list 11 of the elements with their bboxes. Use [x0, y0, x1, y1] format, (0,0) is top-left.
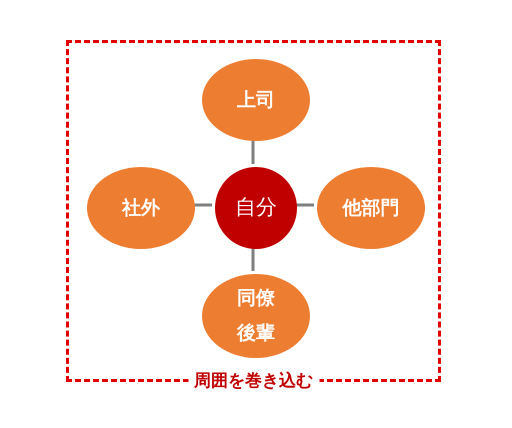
connector-line: [252, 138, 254, 164]
node-label: 他部門: [342, 198, 400, 218]
connector-line: [252, 246, 254, 271]
node-label: 社外: [122, 198, 160, 218]
connector-line: [192, 204, 212, 206]
node-label: 後輩: [237, 323, 275, 344]
node-label: 自分: [235, 196, 277, 220]
node-label: 上司: [237, 90, 275, 110]
node-label: 同僚: [237, 288, 275, 309]
connector-line: [294, 204, 314, 206]
frame-label: 周囲を巻き込む: [188, 370, 319, 392]
